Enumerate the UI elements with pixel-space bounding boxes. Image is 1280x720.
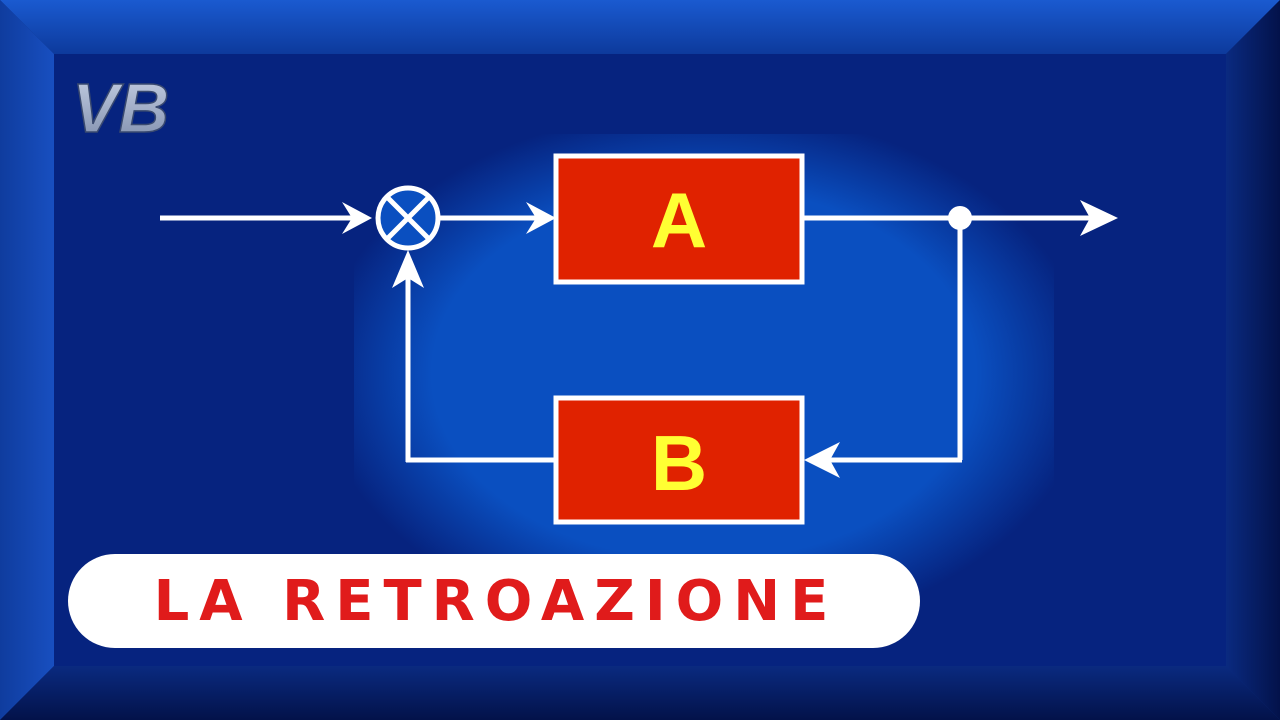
input-arrow bbox=[342, 202, 372, 234]
block-a-label: A bbox=[651, 176, 707, 264]
feedback-block-diagram: A B bbox=[160, 153, 1118, 525]
main-panel: VB A bbox=[54, 54, 1226, 666]
output-arrow bbox=[1080, 200, 1118, 236]
block-b: B bbox=[553, 395, 805, 525]
title-text: LA RETROAZIONE bbox=[153, 568, 839, 634]
logo-text: VB bbox=[72, 70, 169, 144]
title-banner: LA RETROAZIONE bbox=[68, 554, 920, 648]
forward-arrow bbox=[526, 202, 556, 234]
summing-junction bbox=[375, 185, 441, 251]
feedback-arrow-into-junction bbox=[392, 250, 424, 288]
feedback-arrow-into-b bbox=[804, 442, 840, 478]
vb-logo: VB bbox=[71, 70, 170, 144]
block-b-label: B bbox=[651, 419, 707, 507]
block-a: A bbox=[553, 153, 805, 285]
